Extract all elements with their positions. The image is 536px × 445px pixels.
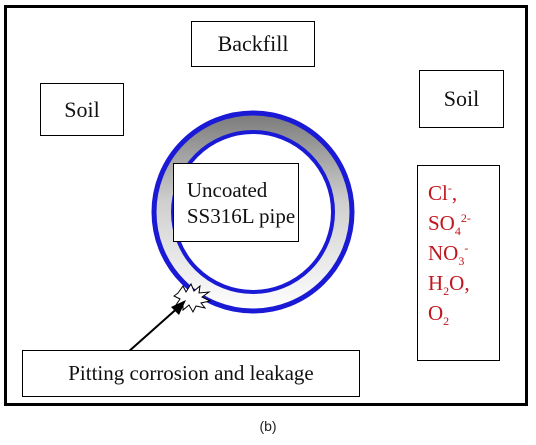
pipe-label-line2: SS316L pipe [186, 203, 296, 228]
ion-sub: 3 [458, 254, 465, 269]
figure-label: (b) [259, 418, 277, 434]
backfill-label: Backfill [191, 21, 315, 67]
pipe-label: Uncoated SS316L pipe [173, 163, 299, 242]
ion-item: Cl-, [428, 178, 471, 208]
ions-list: Cl-,SO42-NO3-H2O,O2 [417, 165, 500, 361]
ion-sup: - [447, 181, 452, 195]
ion-sup: - [464, 241, 469, 255]
ion-sub: 2 [443, 284, 450, 299]
ion-base: H [428, 271, 444, 295]
ion-base: SO [428, 211, 455, 235]
ion-item: O2 [428, 298, 471, 328]
pointer-arrow [126, 304, 182, 354]
ion-base: O [428, 301, 444, 325]
pitting-caption: Pitting corrosion and leakage [22, 350, 360, 397]
soil-right-label: Soil [419, 70, 504, 128]
ion-base: NO [428, 241, 459, 265]
pipe-label-line1: Uncoated [186, 177, 268, 202]
soil-left-label: Soil [40, 83, 124, 136]
ion-item: H2O, [428, 268, 471, 298]
ion-base: Cl [428, 181, 448, 205]
ion-tail: , [451, 181, 458, 205]
ion-sub: 4 [454, 224, 461, 239]
ion-tail: O, [449, 271, 470, 295]
arrow-head-icon [171, 300, 186, 315]
ion-sup: 2- [460, 211, 471, 225]
ion-item: NO3- [428, 238, 471, 268]
ion-sub: 2 [443, 314, 450, 329]
ion-item: SO42- [428, 208, 471, 238]
